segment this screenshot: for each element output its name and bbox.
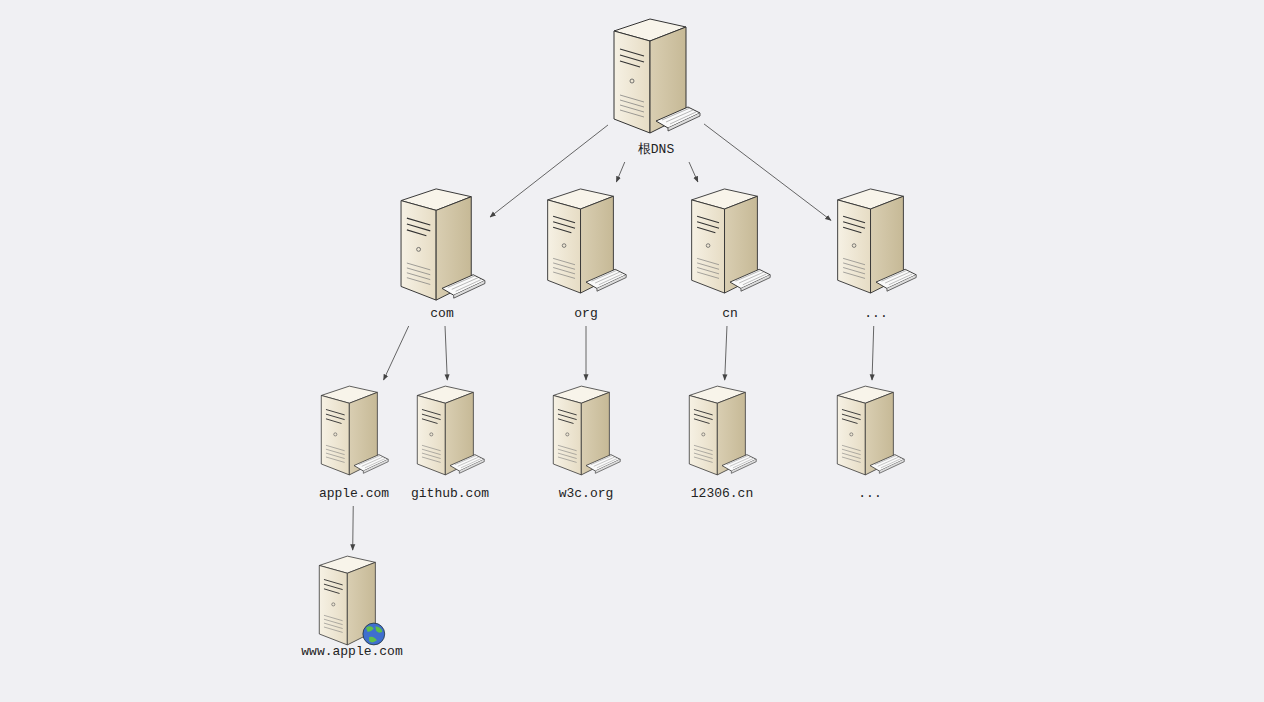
server-label: w3c.org bbox=[550, 486, 622, 502]
server-icon bbox=[550, 383, 622, 478]
tree-arrow bbox=[352, 506, 354, 550]
server-node: www.apple.com bbox=[298, 553, 405, 662]
server-icon bbox=[688, 185, 772, 297]
server-node: org bbox=[544, 185, 628, 324]
server-label: github.com bbox=[408, 486, 492, 502]
server-node: com bbox=[397, 185, 487, 324]
server-icon bbox=[414, 383, 486, 478]
server-icon bbox=[318, 383, 390, 478]
server-label: ... bbox=[834, 486, 906, 502]
tree-arrow bbox=[872, 326, 874, 380]
server-label: 根DNS bbox=[610, 142, 702, 158]
server-label: www.apple.com bbox=[298, 644, 405, 660]
server-icon bbox=[834, 185, 918, 297]
server-icon bbox=[610, 15, 702, 137]
server-icon bbox=[316, 553, 388, 648]
server-icon bbox=[686, 383, 758, 478]
tree-arrow bbox=[689, 162, 698, 182]
server-node: cn bbox=[688, 185, 772, 324]
tree-arrow bbox=[586, 326, 587, 380]
tree-arrow bbox=[445, 326, 447, 380]
tree-arrow bbox=[384, 326, 409, 380]
server-label: org bbox=[544, 306, 628, 322]
server-label: cn bbox=[688, 306, 772, 322]
server-node: ... bbox=[834, 185, 918, 324]
server-icon bbox=[544, 185, 628, 297]
server-node: github.com bbox=[408, 383, 492, 504]
tree-arrow bbox=[725, 326, 727, 380]
server-label: ... bbox=[834, 306, 918, 322]
server-label: com bbox=[397, 306, 487, 322]
server-node: 根DNS bbox=[610, 15, 702, 160]
server-icon bbox=[834, 383, 906, 478]
server-node: apple.com bbox=[316, 383, 392, 504]
server-label: 12306.cn bbox=[686, 486, 758, 502]
tree-arrow bbox=[616, 162, 624, 182]
server-icon bbox=[397, 185, 487, 304]
server-node: 12306.cn bbox=[686, 383, 758, 504]
server-label: apple.com bbox=[316, 486, 392, 502]
server-node: w3c.org bbox=[550, 383, 622, 504]
server-node: ... bbox=[834, 383, 906, 504]
